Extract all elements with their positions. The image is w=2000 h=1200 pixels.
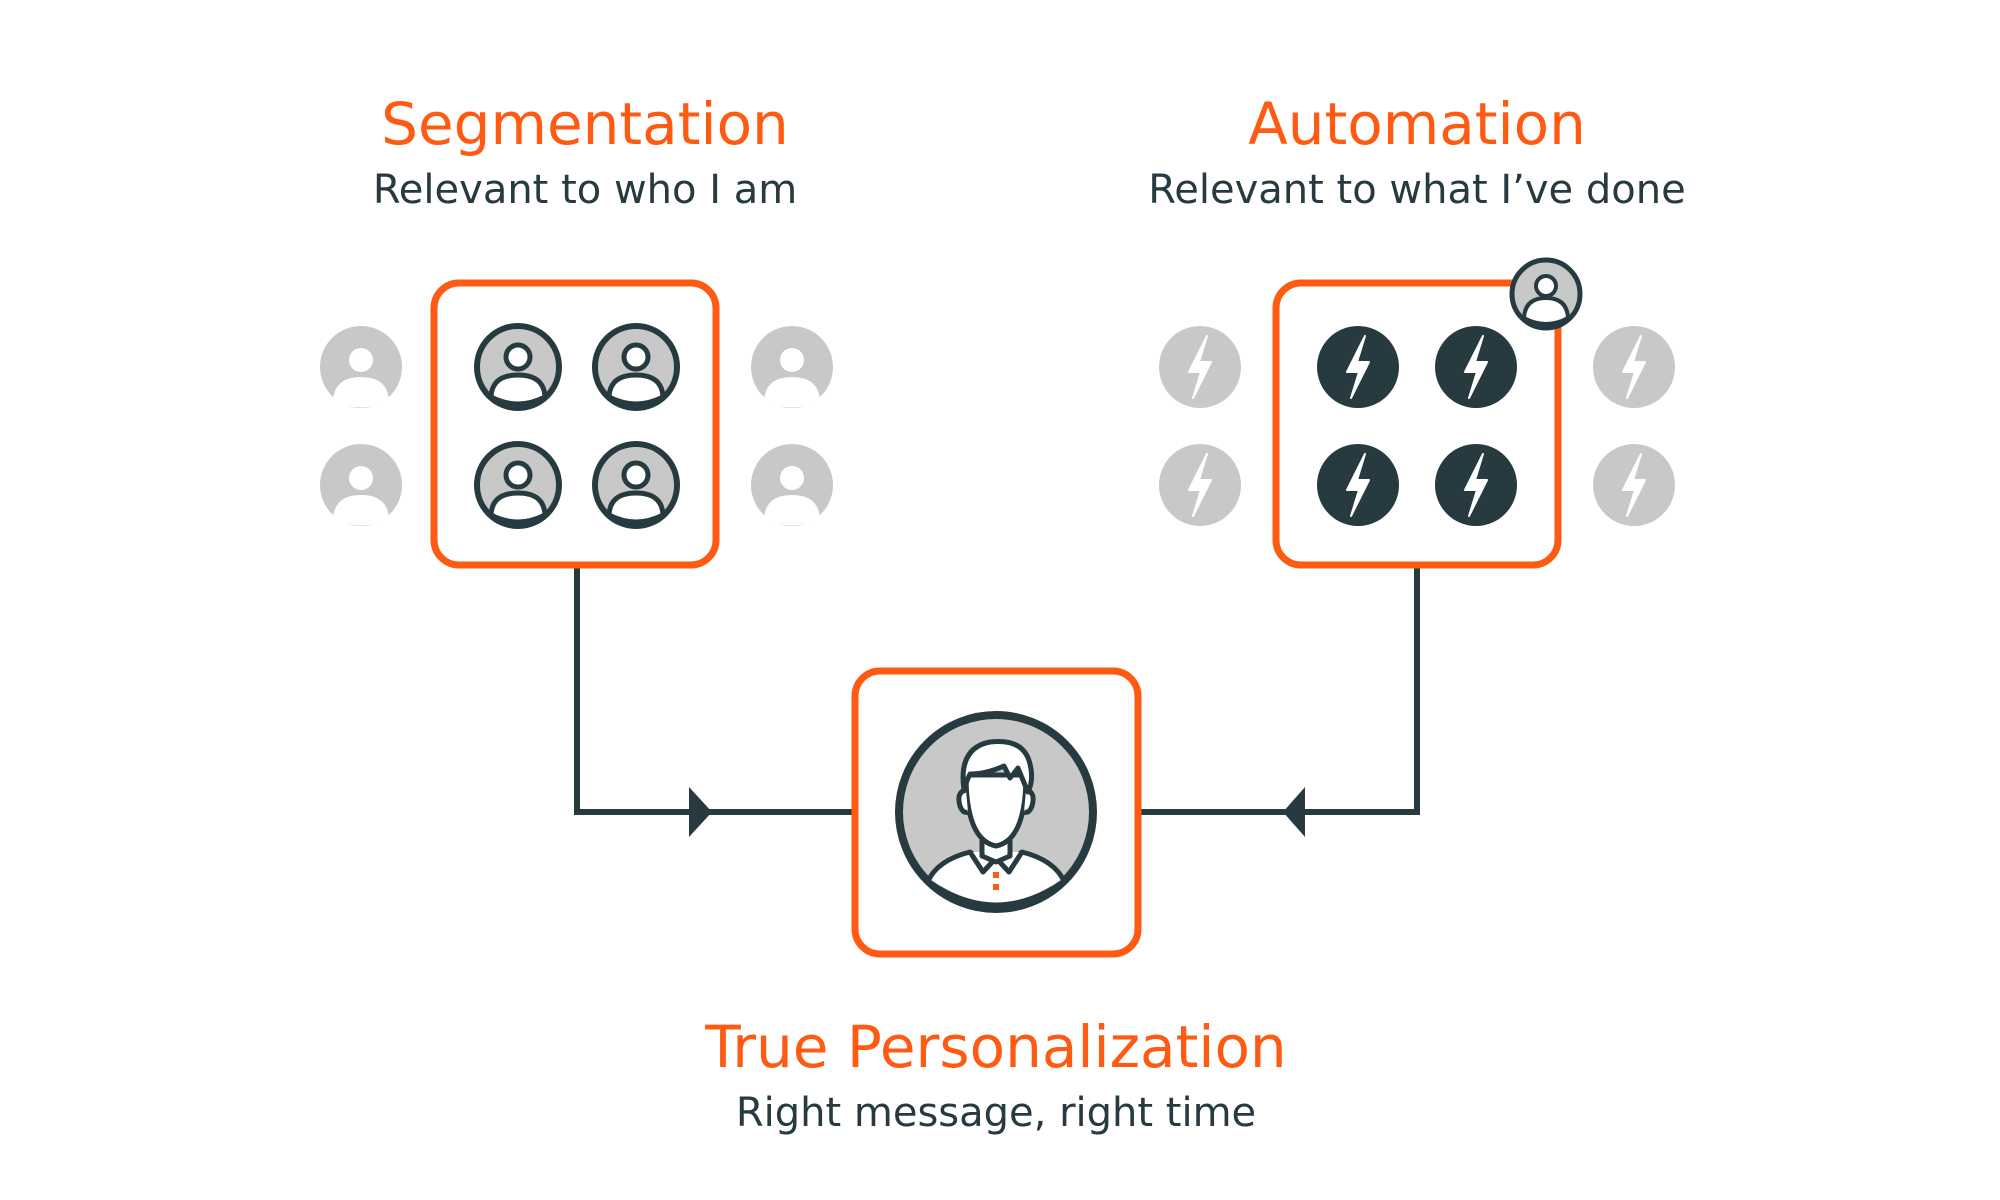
lightning-icon [1592,443,1676,527]
user-icon [477,326,559,408]
connector-automation [1140,565,1420,837]
user-icon [477,444,559,526]
lightning-icon [1316,325,1400,409]
segmentation-title: Segmentation [381,90,789,158]
personalization-title: True Personalization [705,1013,1287,1081]
automation-subtitle: Relevant to what I’ve done [1148,167,1686,213]
segmentation-panel [430,279,720,569]
person-icon [895,711,1097,913]
user-icon [751,444,833,526]
lightning-icon [1434,443,1518,527]
personalization-subtitle: Right message, right time [735,1090,1257,1136]
automation-panel [1272,279,1562,569]
user-icon [320,444,402,526]
lightning-icon [1434,325,1518,409]
lightning-icon [1316,443,1400,527]
user-icon [595,326,677,408]
lightning-icon [1592,325,1676,409]
connector-segmentation [574,565,855,837]
user-icon [320,326,402,408]
lightning-icon [1158,443,1242,527]
segmentation-subtitle: Relevant to who I am [372,167,798,213]
automation-title: Automation [1248,90,1586,158]
lightning-icon [1158,325,1242,409]
user-icon [595,444,677,526]
user-badge-icon [1509,257,1583,331]
user-icon [751,326,833,408]
